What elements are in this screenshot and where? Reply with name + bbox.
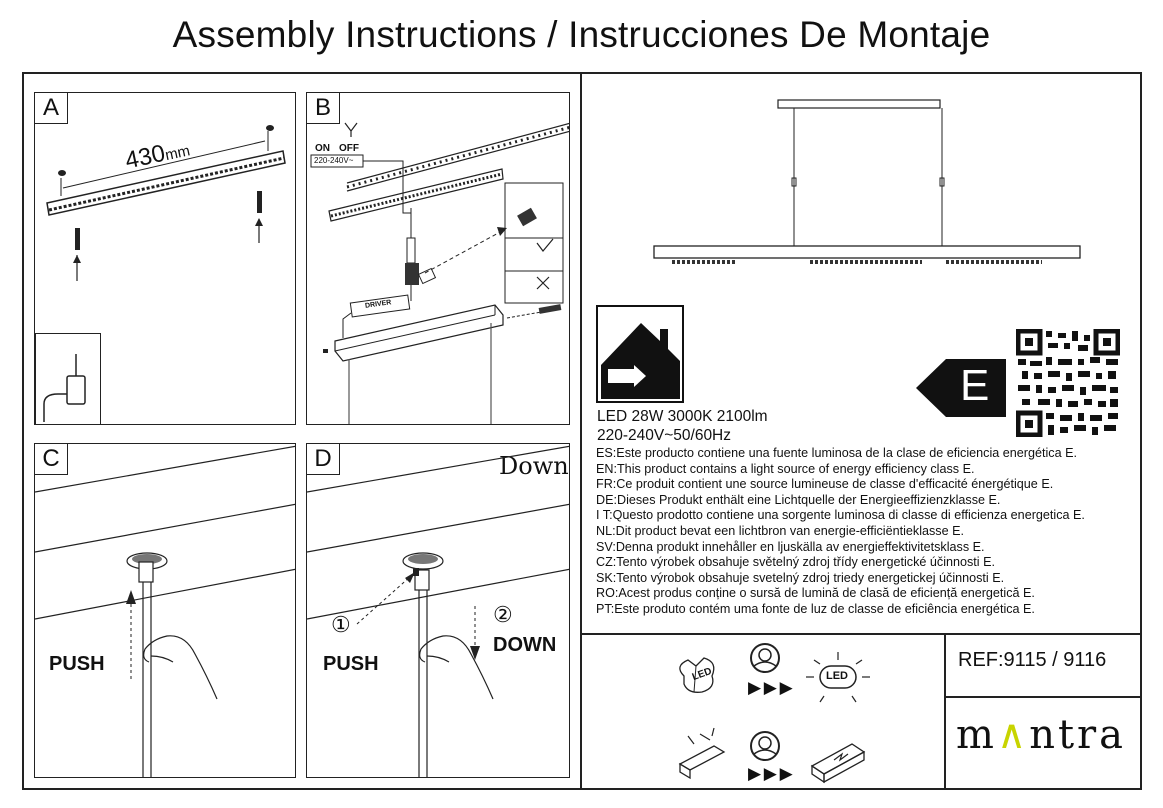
switch-on-label: ON: [315, 143, 330, 154]
led-module-text: LED: [826, 670, 848, 682]
push-label: PUSH: [323, 653, 379, 675]
spec-voltage: 220-240V~50/60Hz: [597, 427, 732, 444]
step-1-marker: ①: [331, 612, 351, 637]
energy-class-letter: E: [960, 361, 990, 410]
spec-wattage: LED 28W 3000K 2100lm: [597, 408, 768, 425]
statement-ro: RO:Acest produs conține o sursă de lumin…: [596, 586, 1035, 601]
statement-cz: CZ:Tento výrobek obsahuje světelný zdroj…: [596, 555, 996, 570]
dimension-unit: mm: [163, 142, 192, 165]
switch-off-label: OFF: [339, 143, 359, 154]
led-module-icon: [806, 652, 870, 703]
drill-icon: [43, 354, 86, 422]
voltage-label: 220-240V~: [314, 156, 354, 165]
down-label: DOWN: [493, 634, 557, 656]
reference-number: REF:9115 / 9116: [958, 649, 1107, 671]
icons-ref-divider: [944, 633, 946, 790]
statement-sk: SK:Tento výrobok obsahuje svetelný zdroj…: [596, 570, 1005, 585]
broken-driver-icon: [678, 727, 726, 780]
panel-b-label: B: [307, 93, 340, 124]
panel-b-drawing: [310, 122, 569, 424]
step-2-marker: ②: [493, 602, 513, 627]
brand-accent: ∧: [996, 712, 1030, 758]
brand-letters-ntra: ntra: [1029, 712, 1127, 758]
statement-en: EN:This product contains a light source …: [596, 461, 975, 476]
technician-icon: [750, 643, 780, 761]
panel-a: A 430mm: [34, 92, 296, 425]
panel-d: D Down ① ② PUSH DOWN: [306, 443, 570, 778]
statement-es: ES:Este producto contiene una fuente lum…: [596, 446, 1077, 460]
statement-nl: NL:Dit product bevat een lichtbron van e…: [596, 523, 964, 538]
panel-a-label: A: [35, 93, 68, 124]
arrows-bottom: ▶ ▶ ▶: [748, 764, 793, 783]
driver-replacement-icon: [810, 743, 866, 784]
panel-d-label: D: [307, 444, 340, 475]
panel-a-drawing: [46, 125, 286, 281]
brand-letter-m: m: [956, 712, 997, 758]
statement-pt: PT:Este produto contém uma fonte de luz …: [596, 601, 1035, 616]
panel-d-drawing: [307, 445, 569, 777]
statement-fr: FR:Ce produit contient une source lumine…: [596, 477, 1054, 492]
panel-c-drawing: [35, 445, 295, 777]
arrows-top: ▶ ▶ ▶: [748, 678, 793, 697]
brand-logo: m∧ntra: [956, 712, 1126, 758]
statement-sv: SV:Denna produkt innehåller en ljuskälla…: [596, 539, 985, 554]
center-divider: [580, 72, 582, 790]
qr-code-icon: [1016, 329, 1120, 437]
broken-led-icon: [679, 657, 715, 693]
page-title: Assembly Instructions / Instrucciones De…: [172, 14, 991, 55]
ref-brand-divider: [944, 696, 1142, 698]
energy-statements: ES:Este producto contiene una fuente lum…: [596, 446, 1136, 618]
push-label: PUSH: [49, 653, 105, 675]
panel-c-label: C: [35, 444, 68, 475]
panel-c: C PUSH: [34, 443, 296, 778]
drill-inset: [35, 333, 101, 424]
energy-class-arrow: [916, 359, 1006, 417]
statement-de: DE:Dieses Produkt enthält eine Lichtquel…: [596, 492, 1001, 507]
indoor-use-icon: [596, 305, 684, 403]
product-elevation-drawing: [653, 99, 1081, 264]
panel-b: B ON OFF 220-240V~ DRIVER: [306, 92, 570, 425]
service-icons: [678, 643, 870, 784]
instruction-sheet: [22, 72, 1142, 790]
bottom-right-divider: [580, 633, 1142, 635]
statement-it: I T:Questo prodotto contiene una sorgent…: [596, 508, 1085, 523]
